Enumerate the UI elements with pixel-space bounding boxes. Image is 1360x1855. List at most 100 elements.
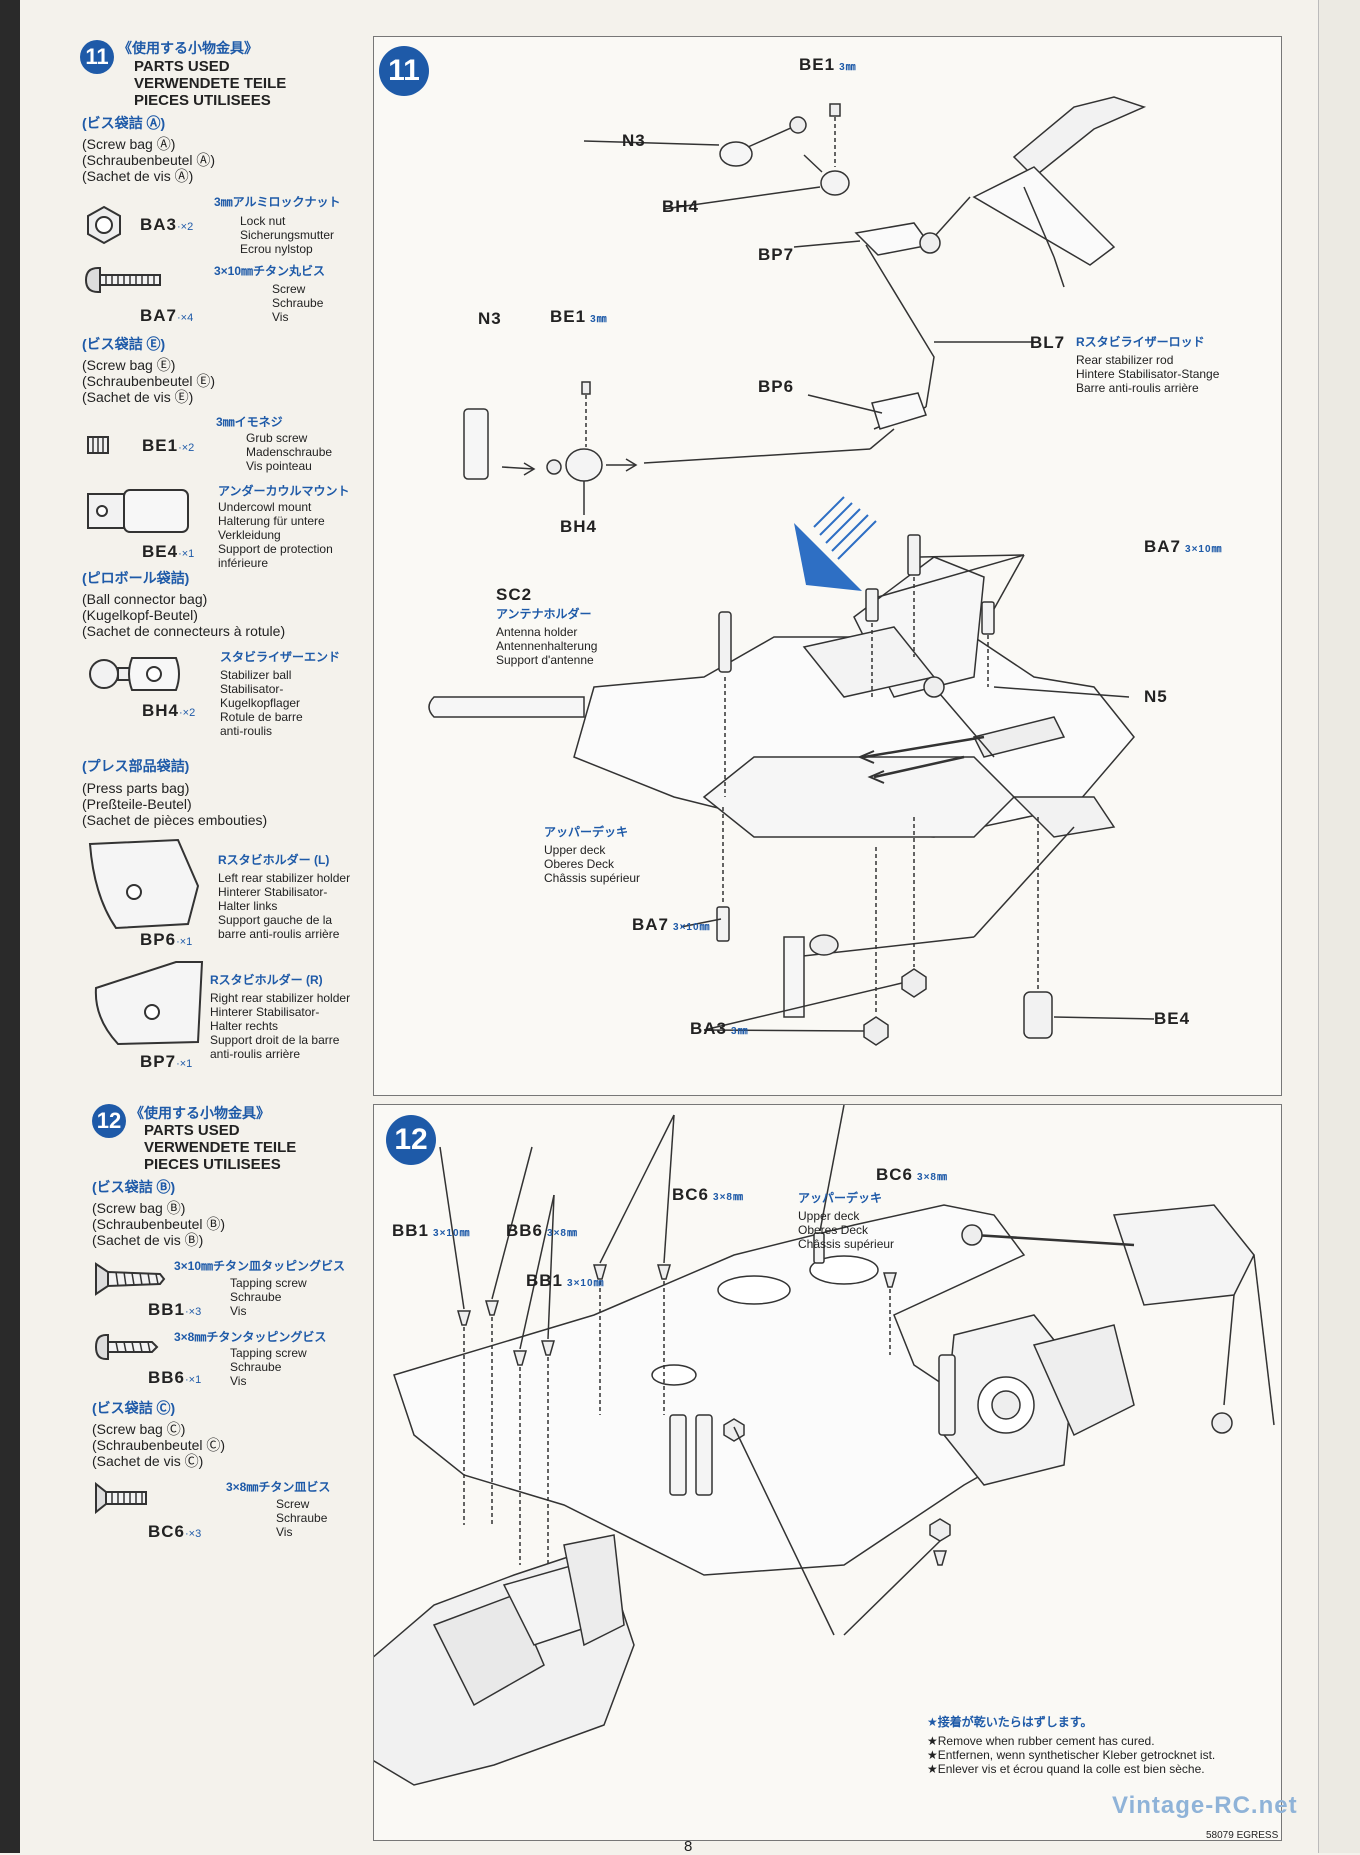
bb6-qty: ·×1	[185, 1374, 202, 1386]
bag-b-en: (Screw bag Ⓑ)	[92, 1200, 186, 1216]
ba3-name-fr: Ecrou nylstop	[240, 242, 313, 256]
bl7-name-de: Hintere Stabilisator-Stange	[1076, 367, 1220, 381]
ba3-name-en: Lock nut	[240, 214, 286, 228]
bag-b-de: (Schraubenbeutel Ⓑ)	[92, 1216, 226, 1232]
bag-b-fr: (Sachet de vis Ⓑ)	[92, 1232, 204, 1248]
step-11-diagram-badge: 11	[379, 46, 429, 96]
label-bb1-b-code: BB1	[526, 1271, 564, 1290]
bp6-name-de2: Halter links	[218, 899, 278, 913]
be4-code-row: BE4·×1	[142, 542, 194, 562]
step-11-assembly-drawing	[428, 96, 1155, 1046]
step-11-diagram-frame: 11	[373, 36, 1282, 1096]
bag-ball-fr: (Sachet de connecteurs à rotule)	[82, 623, 286, 639]
bp7-name-fr2: anti-roulis arrière	[210, 1047, 301, 1061]
stabilizer-ball-icon	[89, 657, 180, 691]
be4-jp-name: アンダーカウルマウント	[218, 484, 350, 498]
label-bb6-size: 3×8㎜	[547, 1228, 578, 1239]
label-bh4-top: BH4	[662, 197, 700, 216]
cement-note-jp: ★接着が乾いたらはずします。	[927, 1715, 1093, 1729]
bh4-name-fr2: anti-roulis	[220, 724, 273, 738]
undercowl-mount-icon	[87, 489, 189, 533]
be1-name-en: Grub screw	[246, 431, 308, 445]
deck-name-fr: Châssis supérieur	[544, 871, 641, 885]
parts-used-jp-title: 《使用する小物金具》	[118, 40, 258, 56]
be4-code: BE4	[142, 542, 179, 561]
ba7-jp-name: 3×10㎜チタン丸ビス	[214, 264, 326, 278]
bp6-qty: ·×1	[176, 936, 193, 948]
label-bb1-a-size: 3×10㎜	[433, 1228, 471, 1239]
parts-used-title-de: VERWENDETE TEILE	[134, 75, 287, 92]
label-bp6: BP6	[758, 377, 795, 396]
deck12-name-en: Upper deck	[798, 1209, 860, 1223]
label-ba7-top-code: BA7	[1144, 537, 1182, 556]
be1-name-de: Madenschraube	[246, 445, 333, 459]
bag-press-en: (Press parts bag)	[82, 780, 190, 796]
bp6-name-fr2: barre anti-roulis arrière	[218, 927, 340, 941]
be4-name-en: Undercowl mount	[218, 500, 312, 514]
be1-code: BE1	[142, 436, 179, 455]
label-ba7-bottom-size: 3×10㎜	[673, 922, 711, 933]
bc6-name-fr: Vis	[276, 1525, 293, 1539]
sc2-name-en: Antenna holder	[496, 625, 578, 639]
deck12-jp-name: アッパーデッキ	[798, 1191, 883, 1205]
bb1-jp-name: 3×10㎜チタン皿タッピングビス	[174, 1259, 346, 1273]
right-stabilizer-holder-icon	[94, 961, 204, 1046]
sc2-name-de: Antennenhalterung	[496, 639, 598, 653]
product-code: 58079 EGRESS	[1206, 1830, 1279, 1841]
be1-name-fr: Vis pointeau	[246, 459, 312, 473]
bag-a-de: (Schraubenbeutel Ⓐ)	[82, 152, 216, 168]
bh4-name-de2: Kugelkopflager	[220, 696, 301, 710]
round-tapping-screw-icon	[94, 1334, 159, 1360]
step-12-assembly-drawing	[374, 1105, 1275, 1786]
cement-note-en: ★Remove when rubber cement has cured.	[927, 1734, 1155, 1748]
ba7-name-fr: Vis	[272, 310, 289, 324]
bh4-qty: ·×2	[179, 707, 196, 719]
parts-used-title-en: PARTS USED	[134, 58, 230, 75]
bh4-name-de1: Stabilisator-	[220, 682, 284, 696]
bc6-code: BC6	[148, 1522, 186, 1541]
deck-names: Upper deck Oberes Deck Châssis supérieur	[544, 843, 640, 885]
bp7-qty: ·×1	[176, 1058, 193, 1070]
bc6-name-en: Screw	[276, 1497, 310, 1511]
bag-e-de: (Schraubenbeutel Ⓔ)	[82, 373, 216, 389]
bb1-code-row: BB1·×3	[148, 1300, 201, 1320]
bag-c-de: (Schraubenbeutel Ⓒ)	[92, 1437, 226, 1453]
bp6-name-de1: Hinterer Stabilisator-	[218, 885, 328, 899]
sc2-name-fr: Support d'antenne	[496, 653, 594, 667]
label-be1-left-code: BE1	[550, 307, 587, 326]
be4-names: Undercowl mount Halterung für untere Ver…	[218, 500, 333, 570]
bag-e-fr: (Sachet de vis Ⓔ)	[82, 389, 194, 405]
bag-c-jp: (ビス袋詰 Ⓒ)	[92, 1400, 176, 1416]
be1-qty: ·×2	[178, 442, 195, 454]
bb1-name-de: Schraube	[230, 1290, 282, 1304]
bl7-name-fr: Barre anti-roulis arrière	[1076, 381, 1199, 395]
bh4-names: Stabilizer ball Stabilisator- Kugelkopfl…	[220, 668, 303, 738]
bp6-name-en: Left rear stabilizer holder	[218, 871, 351, 885]
bp6-name-fr1: Support gauche de la	[218, 913, 333, 927]
parts-used-title-fr-12: PIECES UTILISEES	[144, 1156, 281, 1173]
deck-jp-name: アッパーデッキ	[544, 825, 629, 839]
left-stabilizer-holder-icon	[88, 838, 200, 930]
label-bc6-a-code: BC6	[672, 1185, 710, 1204]
bag-a-fr: (Sachet de vis Ⓐ)	[82, 168, 194, 184]
label-bl7: BL7	[1030, 333, 1066, 352]
deck-name-en: Upper deck	[544, 843, 606, 857]
ba7-name-de: Schraube	[272, 296, 324, 310]
step-11-badge: 11	[80, 40, 114, 74]
round-screw-icon	[84, 267, 161, 293]
label-sc2: SC2	[496, 585, 533, 604]
bl7-names: Rear stabilizer rod Hintere Stabilisator…	[1076, 353, 1219, 395]
bp7-names: Right rear stabilizer holder Hinterer St…	[210, 991, 350, 1061]
label-be1-left-size: 3㎜	[590, 314, 608, 325]
be4-name-de1: Halterung für untere	[218, 514, 325, 528]
be4-name-de2: Verkleidung	[218, 528, 281, 542]
label-bc6-b-size: 3×8㎜	[917, 1172, 948, 1183]
label-bb1-b-size: 3×10㎜	[567, 1278, 605, 1289]
label-bb6-code: BB6	[506, 1221, 544, 1240]
ba7-code: BA7	[140, 306, 178, 325]
